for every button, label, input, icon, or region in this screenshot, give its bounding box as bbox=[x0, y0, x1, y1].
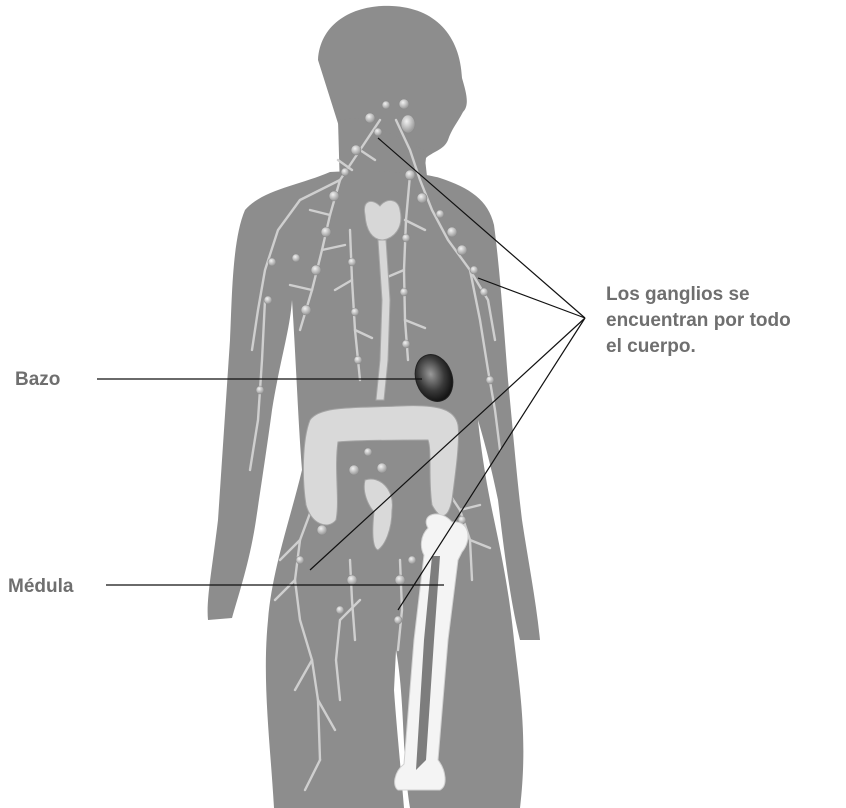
spleen-label: Bazo bbox=[15, 367, 60, 393]
lymph-nodes-label: Los ganglios se encuentran por todo el c… bbox=[606, 282, 846, 360]
lymph-nodes-label-line: Los ganglios se bbox=[606, 282, 846, 308]
marrow-label: Médula bbox=[8, 574, 73, 600]
lymph-nodes-label-line: el cuerpo. bbox=[606, 334, 846, 360]
lymph-nodes-label-line: encuentran por todo bbox=[606, 308, 846, 334]
